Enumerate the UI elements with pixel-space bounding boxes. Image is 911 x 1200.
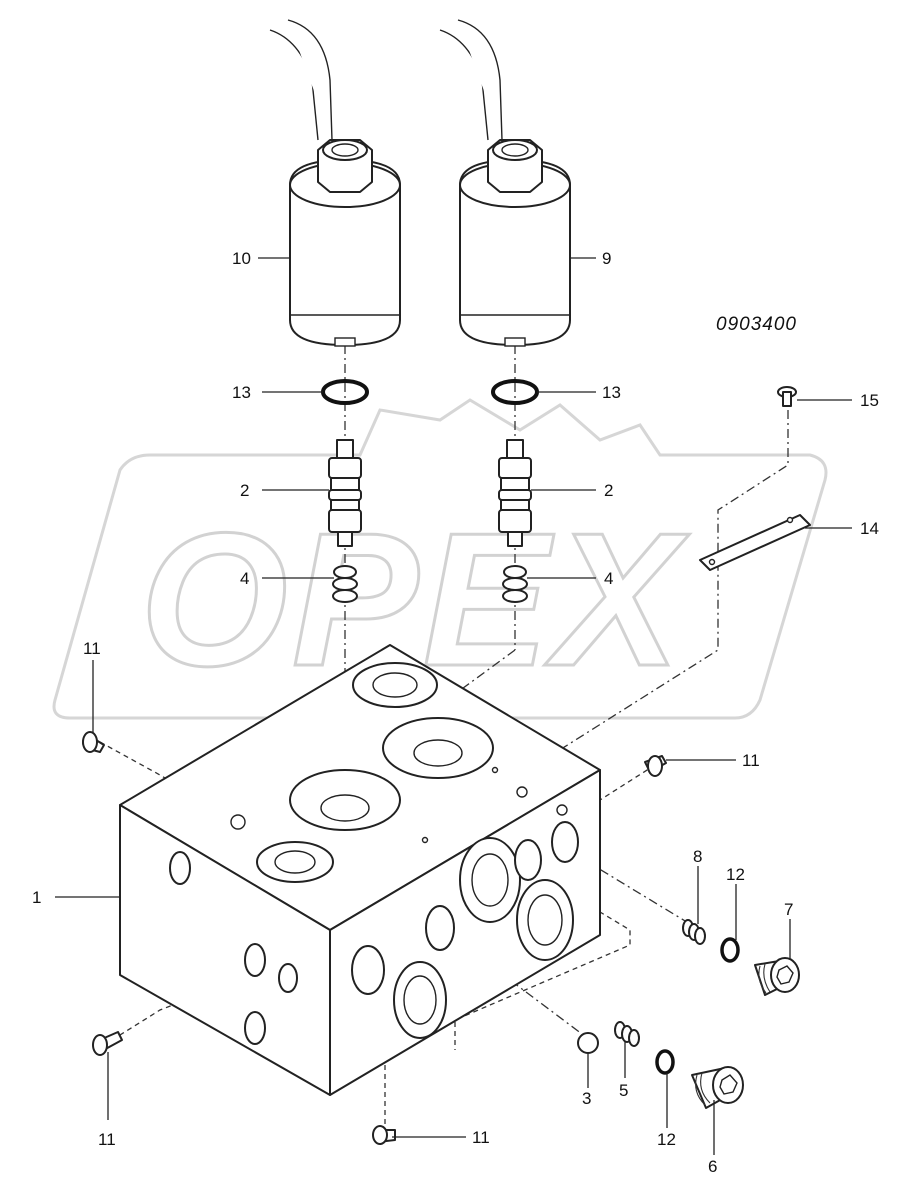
callout-11-bottom-left: 11	[98, 1130, 116, 1149]
callout-5: 5	[619, 1081, 628, 1100]
callout-2-right: 2	[604, 481, 613, 500]
ball-3	[577, 1032, 599, 1054]
callout-4-right: 4	[604, 569, 613, 588]
callout-6: 6	[708, 1157, 717, 1176]
o-ring-12-lower	[655, 1049, 675, 1075]
callout-8: 8	[693, 847, 702, 866]
springs-4	[332, 565, 528, 603]
callout-7: 7	[784, 900, 793, 919]
spring-5	[614, 1021, 640, 1047]
plug-6	[691, 1066, 744, 1109]
callout-15: 15	[860, 391, 879, 410]
valve-block-1	[119, 644, 601, 1096]
screw-15	[777, 386, 797, 407]
plugs-11	[82, 731, 667, 1145]
callout-2-left: 2	[240, 481, 249, 500]
callout-12-lower: 12	[657, 1130, 676, 1149]
o-rings-13	[321, 379, 539, 405]
solenoid-coil-10	[269, 19, 401, 347]
o-ring-12-upper	[720, 937, 740, 963]
callout-9: 9	[602, 249, 611, 268]
callout-13-right: 13	[602, 383, 621, 402]
callout-11-top-left: 11	[83, 639, 101, 658]
valve-cartridges-2	[328, 439, 532, 547]
callout-4-left: 4	[240, 569, 249, 588]
name-plate-14	[699, 514, 811, 571]
small-parts-right	[577, 919, 800, 1109]
callout-14: 14	[860, 519, 879, 538]
drawing-number: 0903400	[716, 314, 797, 335]
spring-8	[682, 919, 706, 945]
callout-11-bottom: 11	[472, 1128, 490, 1147]
callout-13-left: 13	[232, 383, 251, 402]
callout-labels: 10 9 13 13 2 2 4 4 15 14 1 11 11 11 11 3…	[32, 249, 879, 1176]
callout-10: 10	[232, 249, 251, 268]
plug-7	[754, 957, 800, 996]
callout-11-right: 11	[742, 751, 760, 770]
callout-1: 1	[32, 888, 41, 907]
solenoid-coil-9	[439, 19, 571, 347]
leader-lines	[55, 257, 852, 1155]
callout-3: 3	[582, 1089, 591, 1108]
callout-12-upper: 12	[726, 865, 745, 884]
